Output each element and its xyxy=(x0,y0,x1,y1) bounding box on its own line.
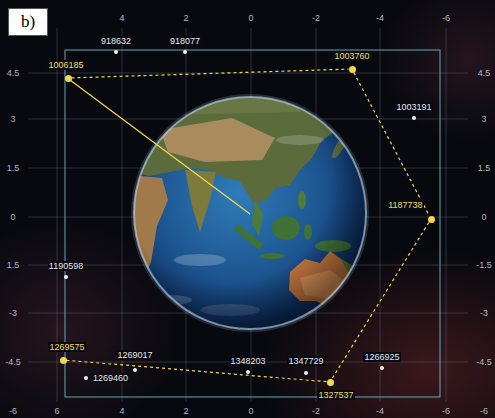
axis-tick-label: -4.5 xyxy=(5,357,21,367)
panel-label-box: b) xyxy=(8,8,48,36)
grid xyxy=(28,28,468,402)
axis-tick-label: 4.5 xyxy=(7,68,20,78)
satellite-dot: 918077 xyxy=(183,50,187,54)
axis-tick-label: 6 xyxy=(54,406,59,416)
satellite-id: 1003191 xyxy=(395,102,432,112)
axis-tick-label: 1.5 xyxy=(7,260,20,270)
axis-tick-label: -6 xyxy=(9,406,17,416)
axis-tick-label: 1.5 xyxy=(7,163,20,173)
satellite-id: 1348203 xyxy=(229,356,266,366)
satellite-dot: 1266925 xyxy=(380,366,384,370)
satellite-dot: 1269460 xyxy=(84,376,88,380)
view-frame xyxy=(65,50,440,397)
axis-tick-label: -4.5 xyxy=(476,357,492,367)
satellite-dot: 1003760 xyxy=(349,66,356,73)
satellite-id: 918632 xyxy=(100,36,132,46)
axis-tick-label: -3 xyxy=(9,308,17,318)
axis-tick-label: 2 xyxy=(183,406,188,416)
axis-tick-label: 3 xyxy=(481,114,486,124)
axis-tick-label: 4 xyxy=(119,13,124,23)
axis-tick-label: -6 xyxy=(442,13,450,23)
satellite-dot: 1003191 xyxy=(412,116,416,120)
axis-tick-label: 0 xyxy=(248,406,253,416)
satellite-dot: 1190598 xyxy=(64,275,68,279)
axis-tick-label: 0 xyxy=(10,212,15,222)
satellite-id: 1269575 xyxy=(48,342,85,352)
axis-tick-label: 4 xyxy=(119,406,124,416)
satellite-dot: 1348203 xyxy=(246,370,250,374)
satellite-id: 1003760 xyxy=(333,51,370,61)
satellite-dot: 1187738 xyxy=(428,216,435,223)
satellite-id: 918077 xyxy=(169,36,201,46)
satellite-id: 1187738 xyxy=(387,200,423,210)
axis-tick-label: -6 xyxy=(480,406,488,416)
satellite-dot: 1269575 xyxy=(60,357,67,364)
satellite-id: 1006185 xyxy=(47,60,84,70)
satellite-id: 1266925 xyxy=(363,352,400,362)
satellite-id: 1269460 xyxy=(92,373,129,383)
satellite-dot: 918632 xyxy=(114,50,118,54)
axis-tick-label: -4 xyxy=(376,13,384,23)
satellite-dot: 1269017 xyxy=(133,368,137,372)
route-dashed-line xyxy=(354,73,429,216)
satellite-dot: 1327537 xyxy=(327,379,334,386)
axis-tick-label: -4 xyxy=(376,406,384,416)
axis-tick-label: 0 xyxy=(248,13,253,23)
axis-tick-label: 0 xyxy=(481,212,486,222)
satellite-id: 1269017 xyxy=(116,350,153,360)
axis-tick-label: 1.5 xyxy=(478,163,491,173)
satellite-id: 1347729 xyxy=(287,356,324,366)
satellite-dot: 1006185 xyxy=(65,75,72,82)
axis-tick-label: -6 xyxy=(442,406,450,416)
satellite-id: 1190598 xyxy=(48,261,84,271)
axis-tick-label: -2 xyxy=(312,406,320,416)
axis-tick-label: 4.5 xyxy=(478,68,491,78)
route-dashed-line xyxy=(72,69,349,78)
satellite-id: 1327537 xyxy=(317,390,354,400)
satellite-dot: 1347729 xyxy=(304,371,308,375)
axis-tick-label: -1.5 xyxy=(476,260,492,270)
axis-tick-label: -2 xyxy=(312,13,320,23)
panel-letter: b) xyxy=(21,12,35,32)
axis-tick-label: 3 xyxy=(10,114,15,124)
axis-tick-label: -3 xyxy=(480,308,488,318)
axis-tick-label: 2 xyxy=(183,13,188,23)
ground-link-line xyxy=(70,80,250,214)
route-dashed-line xyxy=(332,223,429,379)
